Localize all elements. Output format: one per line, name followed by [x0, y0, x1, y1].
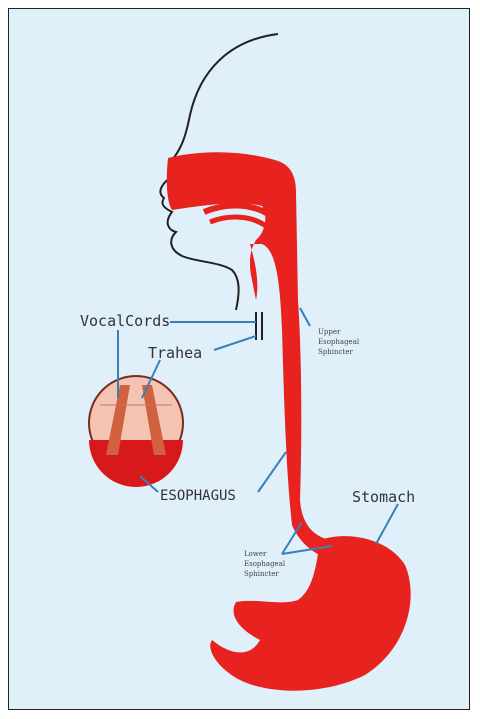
stomach-label: Stomach	[352, 488, 415, 506]
ues-label-2: Esophageal	[318, 338, 360, 346]
vocal-cords-inset-icon	[89, 376, 183, 487]
ues-label-1: Upper	[318, 328, 341, 336]
les-label-3: Sphincter	[244, 570, 279, 578]
les-label-2: Esophageal	[244, 560, 286, 568]
trachea-label: Trahea	[148, 344, 202, 362]
les-label-1: Lower	[244, 550, 267, 558]
trachea-icon	[256, 312, 262, 340]
esophagus-label: ESOPHAGUS	[160, 488, 236, 504]
vocal-cords-label: VocalCords	[80, 312, 170, 330]
tongue-line	[210, 217, 266, 226]
palate-line	[204, 205, 268, 214]
stomach-shape	[210, 536, 410, 691]
ues-label-3: Sphincter	[318, 348, 353, 356]
